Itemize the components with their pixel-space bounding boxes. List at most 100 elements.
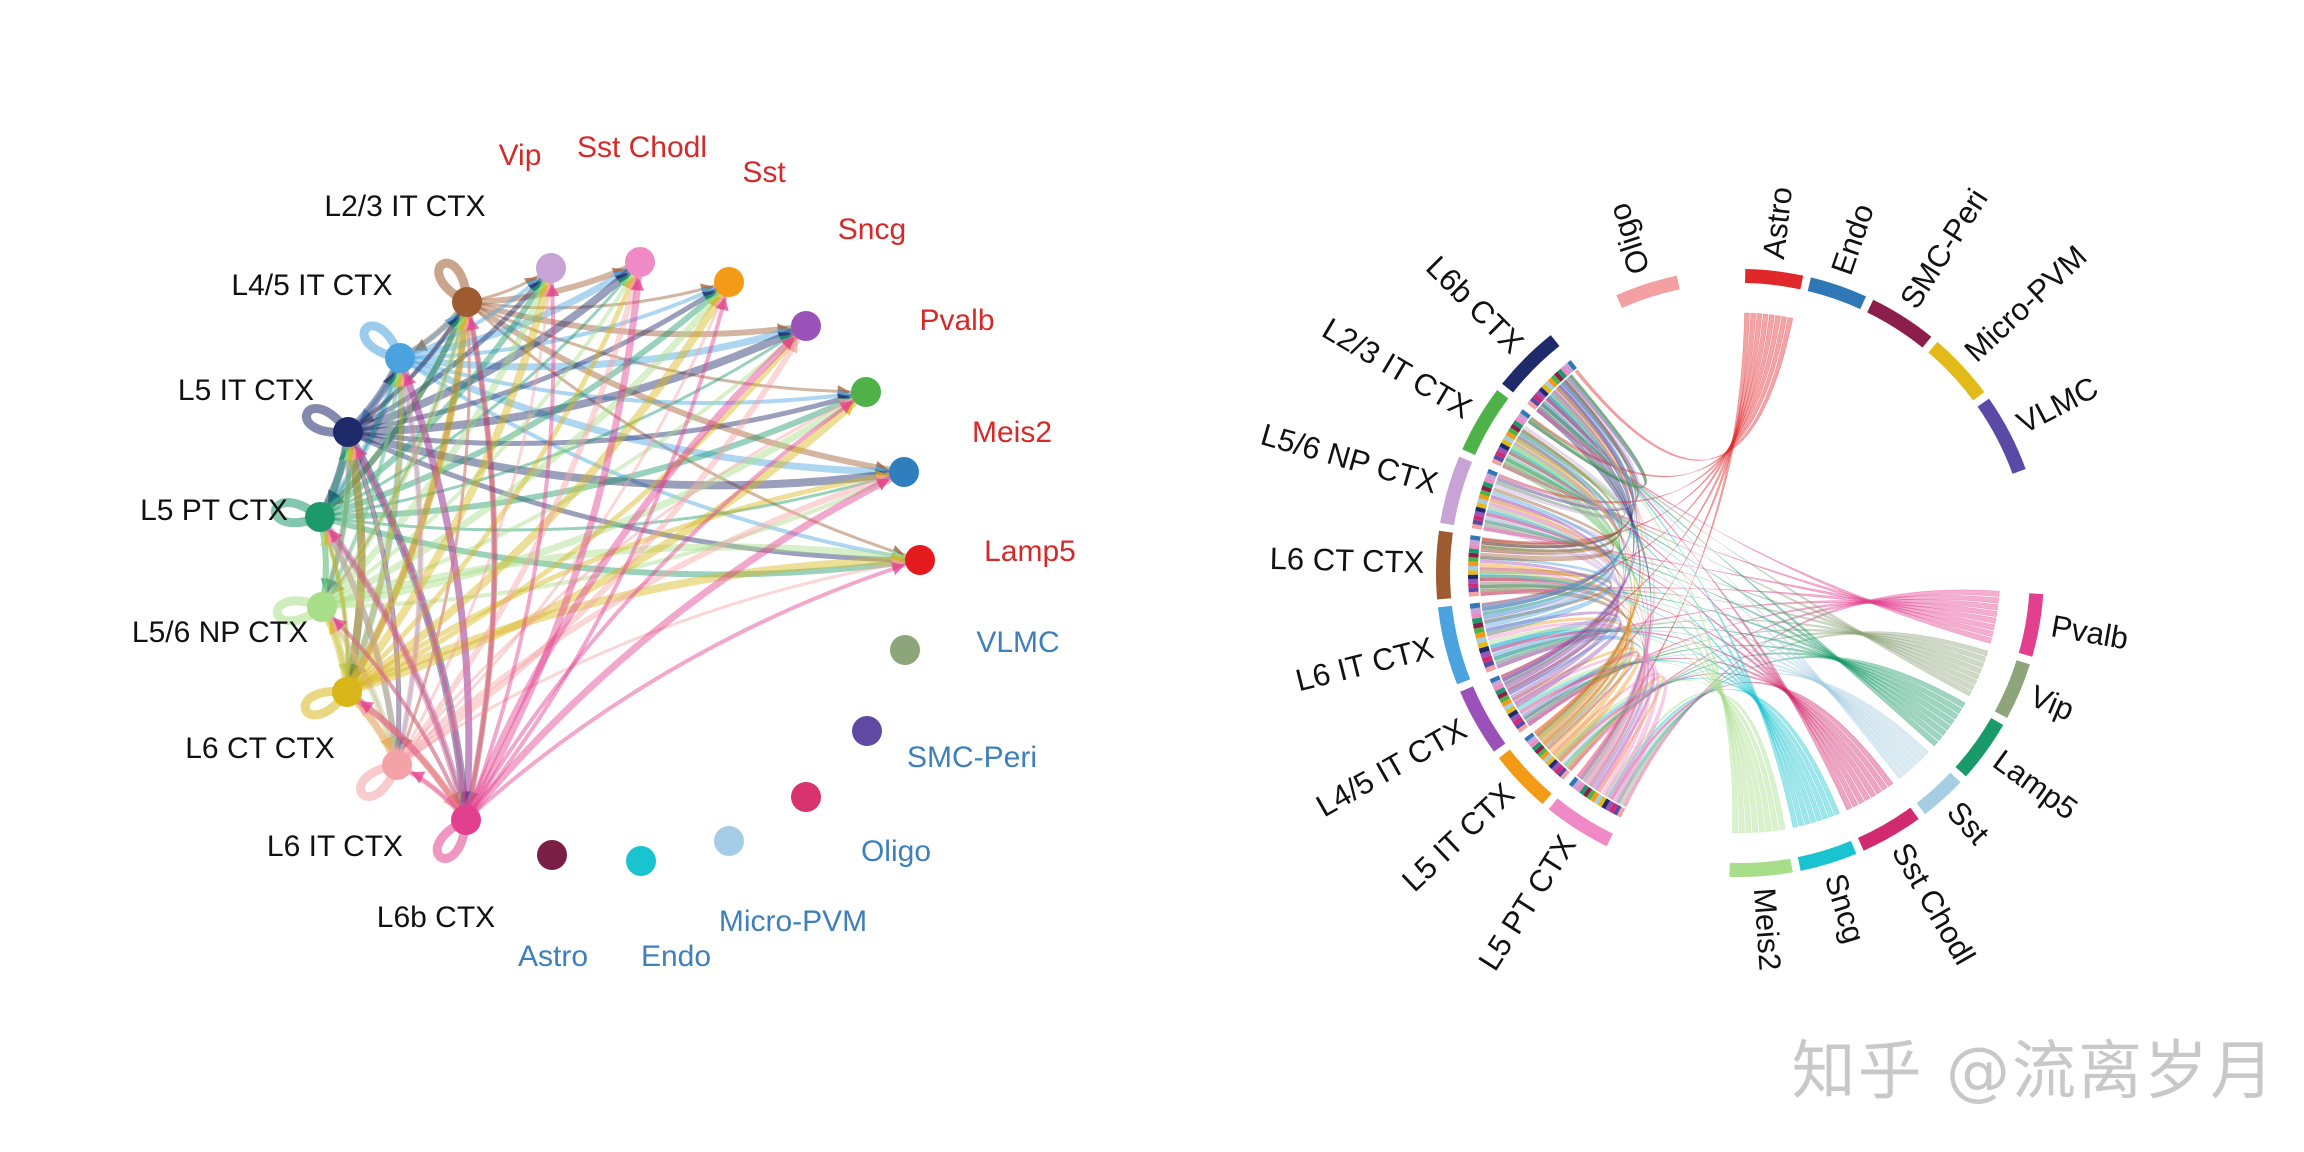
edge-l5-pt-ctx-to-lamp5 (317, 514, 923, 578)
ribbon-l5-it-ctx-to-sst-chodl (1558, 673, 1888, 791)
edge-l5-6-np-ctx-to-sst-chodl (320, 260, 642, 609)
node-label-sst: Sst (742, 156, 786, 189)
track-cell-l4-5-it-ctx (1501, 698, 1512, 707)
chord-sectors (1435, 269, 2044, 877)
edge-l5-pt-ctx-to-l6-it-ctx (317, 514, 400, 768)
track-cell-l2-3-it-ctx (1505, 431, 1517, 441)
ribbon-l6b-ctx-to-l5-6-np-ctx (1496, 376, 1641, 511)
track-cell-l5-it-ctx (1551, 761, 1562, 772)
node-sncg (791, 311, 821, 341)
node-label-l6-ct-ctx: L6 CT CTX (185, 732, 335, 765)
ribbon-l5-6-np-ctx-to-l6-ct-ctx (1480, 487, 1615, 562)
node-label-oligo: Oligo (861, 835, 931, 868)
node-l5-6-np-ctx (307, 592, 337, 622)
track-cell-l5-pt-ctx (1609, 802, 1618, 814)
sector-label-meis2: Meis2 (1747, 887, 1788, 972)
edge-l5-6-np-ctx-to-meis2 (320, 470, 906, 609)
ribbon-l6b-ctx-to-l5-pt-ctx (1553, 389, 1655, 781)
track-cell-l5-pt-ctx (1601, 798, 1611, 810)
track-cell-l2-3-it-ctx (1512, 420, 1524, 430)
node-label-l5-pt-ctx: L5 PT CTX (140, 494, 288, 527)
edge-l6-ct-ctx-to-vip (343, 264, 555, 696)
node-label-lamp5: Lamp5 (984, 535, 1076, 568)
track-cell-l6-it-ctx (1471, 612, 1482, 619)
ribbon-l5-pt-ctx-to-meis2 (1603, 691, 1786, 831)
ribbon-l5-it-ctx-to-astro (1533, 312, 1757, 735)
track-cell-l4-5-it-ctx (1510, 712, 1521, 722)
ribbon-l5-pt-ctx-to-sst (1613, 673, 1930, 803)
edge-l2-3-it-ctx-to-sst (465, 280, 731, 310)
track-cell-l6b-ctx (1563, 362, 1574, 374)
edge-l4-5-it-ctx-to-l6-ct-ctx (343, 354, 405, 696)
track-cell-l5-pt-ctx (1616, 806, 1626, 818)
track-cell-l5-it-ctx (1545, 756, 1556, 767)
arrowhead-l4-5-it-ctx-to-l5-it-ctx (359, 407, 374, 422)
arrowhead-l6b-ctx-to-pvalb (838, 401, 853, 414)
edge-l5-it-ctx-to-vip (345, 265, 554, 435)
edge-l5-it-ctx-to-l6b-ctx (344, 428, 470, 824)
ribbon-l6-it-ctx-to-l5-6-np-ctx (1483, 502, 1614, 620)
track-cell-l4-5-it-ctx (1493, 683, 1505, 692)
sector-label-vip: Vip (2025, 678, 2079, 728)
sector-label-l5-pt-ctx: L5 PT CTX (1471, 829, 1583, 977)
edge-l4-5-it-ctx-to-meis2 (396, 354, 908, 476)
ribbon-l2-3-it-ctx-to-l6-it-ctx (1482, 431, 1623, 620)
track-cell-l6-ct-ctx (1469, 539, 1480, 545)
ribbon-l5-6-np-ctx-to-meis2 (1487, 505, 1752, 834)
ribbon-l5-pt-ctx-to-l4-5-it-ctx (1525, 660, 1656, 791)
track-cell-l5-6-np-ctx (1482, 481, 1494, 489)
sector-label-endo: Endo (1824, 199, 1881, 279)
edge-l2-3-it-ctx-to-pvalb (465, 300, 868, 394)
self-loop-l6-it-ctx (356, 760, 402, 801)
node-label-l6b-ctx: L6b CTX (377, 901, 495, 934)
ribbon-l4-5-it-ctx-to-l6-it-ctx (1490, 617, 1621, 695)
track-cell-l5-6-np-ctx (1487, 468, 1498, 477)
track-cell-l2-3-it-ctx (1503, 434, 1515, 444)
ribbon-l4-5-it-ctx-to-sst (1521, 653, 1922, 763)
track-cell-l5-it-ctx (1524, 732, 1535, 742)
edge-l5-it-ctx-to-sncg (344, 322, 810, 436)
ribbon-l2-3-it-ctx-to-l4-5-it-ctx (1503, 434, 1627, 689)
track-cell-l5-6-np-ctx (1483, 477, 1495, 485)
ribbon-l6-it-ctx-to-sst (1492, 629, 1919, 766)
node-sst-chodl (625, 247, 655, 277)
ribbon-l5-pt-ctx-to-sncg (1606, 688, 1840, 816)
ribbon-l6-ct-ctx-to-l5-it-ctx (1479, 562, 1631, 753)
ribbon-l5-it-ctx-to-meis2 (1553, 679, 1779, 832)
sector-label-l4-5-it-ctx: L4/5 IT CTX (1310, 711, 1472, 824)
edge-l6b-ctx-to-sst (464, 280, 731, 822)
track-cell-l4-5-it-ctx (1512, 716, 1524, 726)
ribbon-l6-it-ctx-to-vip (1495, 619, 1983, 674)
sector-label-l6b-ctx: L6b CTX (1419, 249, 1530, 360)
node-label-vip: Vip (499, 139, 542, 172)
sector-lamp5 (1955, 718, 2004, 777)
sector-label-sst: Sst (1940, 795, 1996, 852)
self-loop-l6-ct-ctx (300, 686, 351, 720)
ribbon-l6-it-ctx-to-l5-it-ctx (1486, 617, 1634, 758)
track-cell-l5-pt-ctx (1572, 779, 1582, 790)
arrowhead-l6b-ctx-to-l5-6-np-ctx (333, 618, 348, 632)
node-l6-ct-ctx (332, 677, 362, 707)
ribbon-l5-6-np-ctx-to-vip (1483, 523, 1978, 686)
node-astro (537, 840, 567, 870)
ribbon-l2-3-it-ctx-to-l6-ct-ctx (1480, 428, 1623, 555)
track-cell-l2-3-it-ctx (1510, 423, 1521, 433)
ribbon-l6-ct-ctx-to-sncg (1479, 574, 1817, 824)
ribbon-l5-it-ctx-to-l6b-ctx (1535, 400, 1641, 738)
ribbon-l6-ct-ctx-to-astro (1481, 314, 1775, 545)
track-cell-l2-3-it-ctx (1517, 412, 1529, 423)
sector-label-lamp5: Lamp5 (1987, 743, 2084, 827)
ribbon-l6-ct-ctx-to-l4-5-it-ctx (1479, 559, 1620, 702)
arrowhead-l6-ct-ctx-to-l6-it-ctx (380, 736, 393, 751)
edge-l4-5-it-ctx-to-l6-it-ctx (395, 356, 423, 767)
track-cell-l6-it-ctx (1476, 636, 1488, 644)
track-cell-l6b-ctx (1557, 368, 1568, 379)
ribbon-l5-pt-ctx-to-astro (1576, 312, 1750, 778)
edge-l5-it-ctx-to-sst (345, 279, 732, 435)
track-cell-l6b-ctx (1547, 377, 1558, 388)
chord-ribbons (1479, 312, 2000, 834)
ribbon-l4-5-it-ctx-to-l6b-ctx (1502, 395, 1635, 682)
track-cell-l5-6-np-ctx (1477, 498, 1489, 505)
arrowhead-l5-pt-ctx-to-l5-6-np-ctx (320, 577, 334, 592)
track-cell-l4-5-it-ctx (1489, 675, 1501, 684)
